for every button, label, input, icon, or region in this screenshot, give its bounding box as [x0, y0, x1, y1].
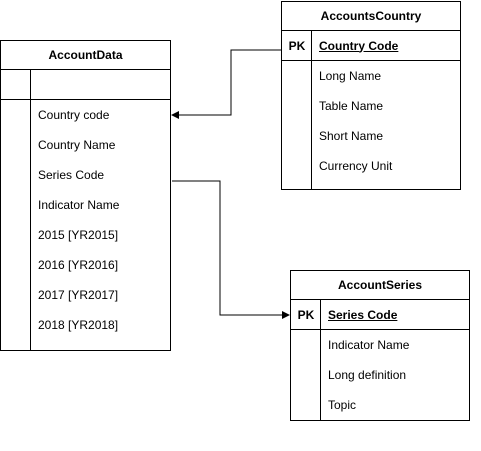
field-yr2015: 2015 [YR2015] [38, 228, 119, 242]
series-code-relationship [172, 180, 290, 319]
accounts-country-pk-row: PK Country Code [282, 31, 460, 61]
field-long-definition: Long definition [328, 368, 407, 382]
field-indicator-name: Indicator Name [328, 338, 410, 352]
pk-label: PK [297, 307, 315, 322]
field-yr2017: 2017 [YR2017] [38, 288, 119, 302]
field-currency-unit: Currency Unit [319, 159, 393, 173]
account-data-key-row [1, 70, 170, 100]
field-yr2016: 2016 [YR2016] [38, 258, 119, 272]
accounts-country-title: AccountsCountry [282, 2, 460, 31]
accounts-country-entity[interactable]: AccountsCountry PK Country Code Long Nam… [281, 1, 461, 190]
pk-field-country-code: Country Code [319, 38, 399, 53]
field-country-code: Country code [38, 108, 110, 122]
account-series-title: AccountSeries [291, 271, 469, 300]
field-topic: Topic [328, 398, 357, 412]
field-indicator-name: Indicator Name [38, 198, 120, 212]
pk-label: PK [288, 38, 306, 53]
field-series-code: Series Code [38, 168, 105, 182]
field-country-name: Country Name [38, 138, 116, 152]
field-yr2018: 2018 [YR2018] [38, 318, 119, 332]
account-data-entity[interactable]: AccountData Country code Country Name Se… [0, 40, 171, 351]
account-series-pk-row: PK Series Code [291, 300, 469, 330]
account-data-title: AccountData [1, 41, 170, 70]
field-long-name: Long Name [319, 69, 382, 83]
country-code-relationship [171, 49, 281, 119]
field-short-name: Short Name [319, 129, 384, 143]
pk-field-series-code: Series Code [328, 307, 398, 322]
field-table-name: Table Name [319, 99, 384, 113]
account-series-entity[interactable]: AccountSeries PK Series Code Indicator N… [290, 270, 470, 421]
